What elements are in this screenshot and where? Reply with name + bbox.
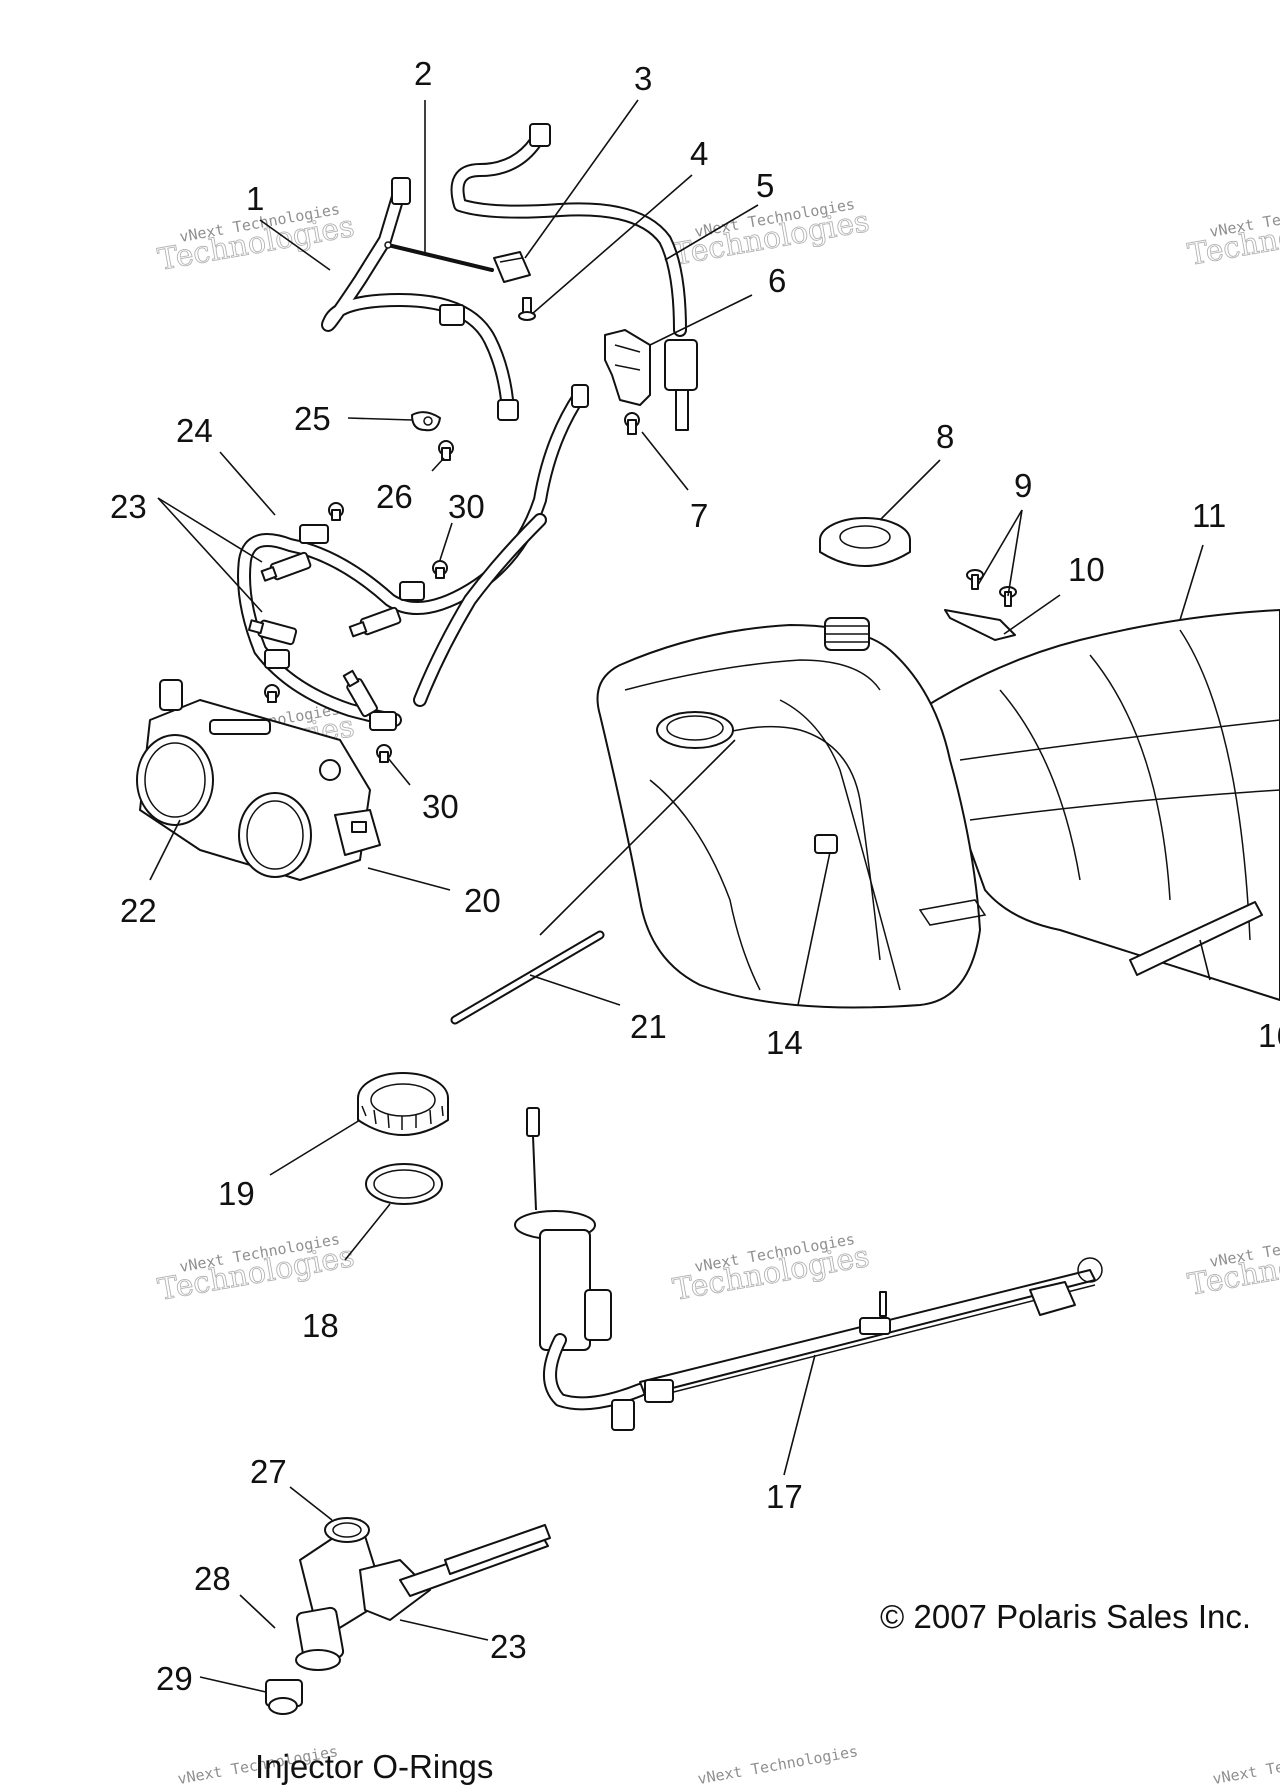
part-19-lock-ring [357,1072,449,1136]
callout-11: 11 [1192,497,1226,534]
injector-o-rings-caption: Injector O-Rings [255,1748,493,1785]
part-26-bolt [438,440,454,461]
callout-24: 24 [176,412,213,449]
callout-25: 25 [294,400,331,437]
callout-20: 20 [464,882,501,919]
callout-4: 4 [690,135,708,172]
callout-30b: 30 [422,788,459,825]
callout-16: 16 [1258,1017,1280,1054]
callout-6: 6 [768,262,786,299]
callout-3: 3 [634,60,652,97]
callout-30: 30 [448,488,485,525]
part-6-filter-bracket [604,329,651,406]
part-30-bolts [264,502,448,763]
leader-lines [149,99,1211,1693]
part-8-fuel-cap [819,517,911,567]
callout-8: 8 [936,418,954,455]
callout-14: 14 [766,1024,803,1061]
callout-21: 21 [630,1008,667,1045]
part-17-fuel-pump [514,1107,1103,1431]
watermark: Technologies vNext Technologies [1185,1225,1280,1303]
callout-1: 1 [246,180,264,217]
part-20-sensor [334,809,381,856]
callout-22: 22 [120,892,157,929]
callout-10: 10 [1068,551,1105,588]
fuel-filter [664,339,698,431]
watermark: Technologies vNext Technologies [670,1230,873,1308]
watermark: vNext Technologies [1211,1742,1280,1788]
part-9-screws [966,569,1017,607]
callout-2: 2 [414,55,432,92]
copyright-text: © 2007 Polaris Sales Inc. [880,1598,1251,1635]
callout-23b: 23 [490,1628,527,1665]
part-5-fuel-hose [450,123,687,337]
fuel-tank [596,617,987,1009]
svg-text:vNext Technologies: vNext Technologies [1211,1742,1280,1788]
watermark: Technologies vNext Technologies [1185,195,1280,273]
callout-29: 29 [156,1660,193,1697]
callout-18: 18 [302,1307,339,1344]
callout-19: 19 [218,1175,255,1212]
watermark: Technologies vNext Technologies [155,1230,358,1308]
callout-26: 26 [376,478,413,515]
injector-detail [265,1517,551,1715]
part-3-clip [493,251,531,283]
callout-7: 7 [690,497,708,534]
callout-28: 28 [194,1560,231,1597]
part-2-cable-tie [384,241,494,272]
part-21-tube [450,930,605,1025]
part-22-throttle-body [136,679,371,881]
part-4-screw [518,297,536,321]
part-7-bolt [624,412,640,435]
callouts: 1 2 3 4 5 6 7 8 9 10 11 14 16 17 18 19 2… [110,55,1280,1697]
part-11-seat [919,609,1280,1001]
watermark: vNext Technologies [696,1742,859,1788]
part-10-bracket [944,609,1016,641]
callout-9: 9 [1014,467,1032,504]
watermark: Technologies vNext Technologies [670,195,873,273]
part-23-injectors [247,551,402,718]
callout-17: 17 [766,1478,803,1515]
callout-5: 5 [756,167,774,204]
part-18-seal [365,1163,443,1205]
part-1-fuel-hose [321,177,519,421]
callout-23: 23 [110,488,147,525]
svg-text:vNext Technologies: vNext Technologies [696,1742,859,1788]
part-24-fuel-rail [237,384,589,731]
part-25-clamp [411,411,441,432]
callout-27: 27 [250,1453,287,1490]
part-16-strap [1129,901,1263,976]
